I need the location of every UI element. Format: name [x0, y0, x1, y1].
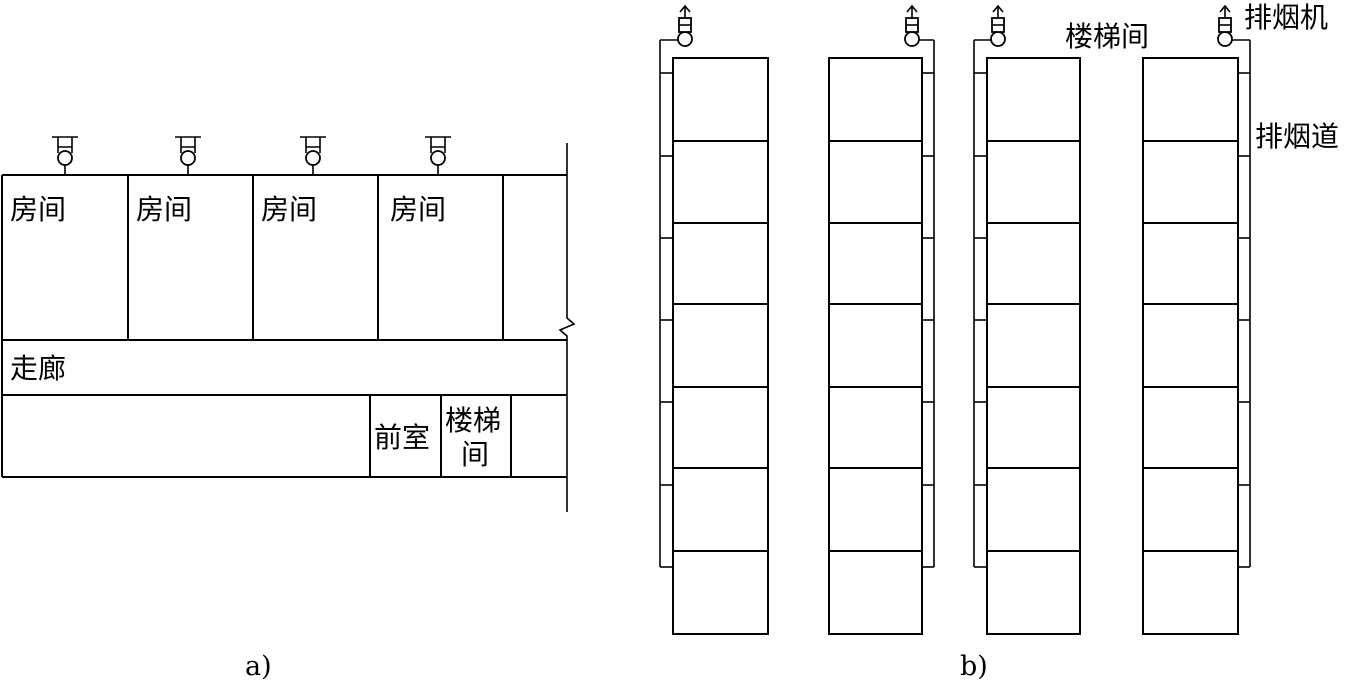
caption-b: b) [960, 651, 988, 682]
room-label: 房间 [261, 193, 317, 226]
exhaust-fan-icon [677, 4, 693, 47]
room-label: 房间 [10, 193, 66, 226]
building-section [1142, 4, 1251, 635]
stairwell-label: 楼梯间 [1065, 20, 1149, 53]
stairwell-label-line2: 间 [461, 438, 489, 471]
panel-b-section-view: 楼梯间 排烟机 排烟道 b) [659, 1, 1339, 682]
corridor-label: 走廊 [10, 352, 66, 385]
exhaust-fan-icon [52, 136, 78, 175]
exhaust-fan-icon [990, 4, 1006, 47]
exhaust-fan-icon [175, 136, 201, 175]
exhaust-fan-icon [904, 4, 920, 47]
fan-label: 排烟机 [1244, 1, 1328, 34]
caption-a: a) [245, 651, 272, 682]
building-outline [986, 57, 1081, 635]
building-section [828, 4, 935, 635]
exhaust-fan-icon [1217, 4, 1233, 47]
smoke-duct [1225, 39, 1251, 568]
smoke-duct [973, 39, 998, 568]
room-label: 房间 [136, 193, 192, 226]
room-label: 房间 [390, 193, 446, 226]
building-outline [1142, 57, 1239, 635]
break-line [558, 143, 576, 512]
anteroom-label: 前室 [374, 421, 430, 454]
duct-label: 排烟道 [1255, 120, 1339, 153]
panel-a-floor-plan: 房间 房间 房间 房间 走廊 前室 楼梯 间 a) [1, 136, 576, 682]
building-outline [672, 57, 769, 635]
stairwell-label-line1: 楼梯 [445, 404, 501, 437]
exhaust-fan-icon [300, 136, 326, 175]
building-section [973, 4, 1081, 635]
building-outline [828, 57, 923, 635]
exhaust-fan-icon [425, 136, 451, 175]
smoke-duct [912, 39, 935, 568]
building-section [659, 4, 769, 635]
